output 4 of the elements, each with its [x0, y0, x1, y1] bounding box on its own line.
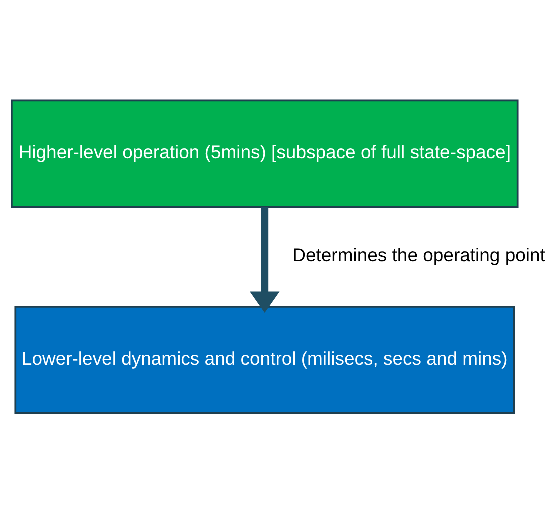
- arrow: [250, 206, 280, 313]
- edge-label: Determines the operating point: [292, 244, 546, 266]
- node-box: Higher-level operation (5mins) [subspace of full state-space]: [11, 99, 519, 208]
- node-box: Lower-level dynamics and control (milisecs, secs and mins): [14, 306, 516, 414]
